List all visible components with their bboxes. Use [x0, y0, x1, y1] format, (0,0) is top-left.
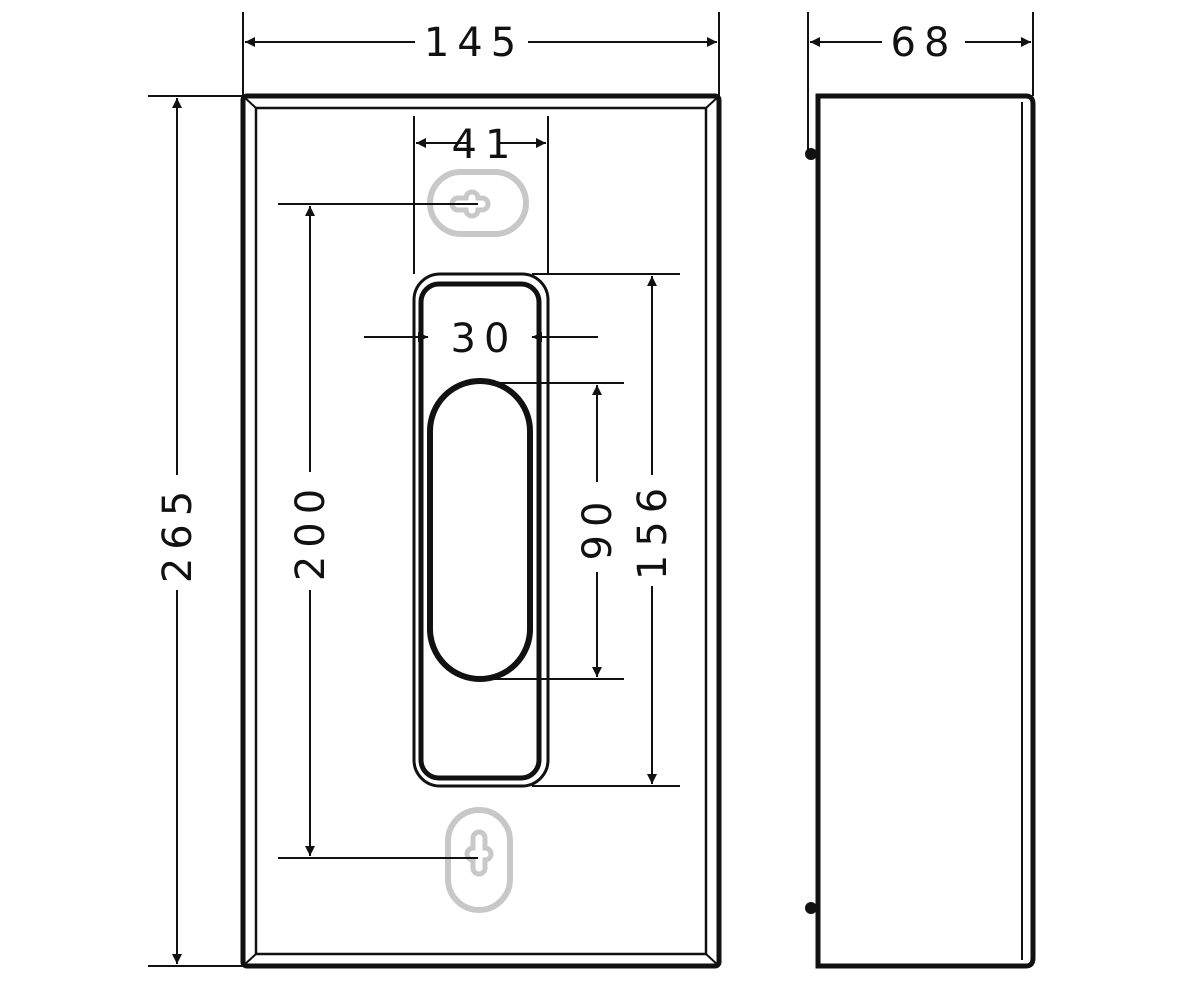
dimension-lines — [172, 37, 1031, 964]
dim-inner-width-label: 30 — [451, 316, 518, 362]
front-inner-outline — [254, 106, 708, 956]
dispenser-frame-inner — [418, 281, 542, 781]
side-knob-top — [805, 148, 817, 160]
dim-opening-width-label: 41 — [452, 122, 519, 168]
dim-depth-label: 68 — [891, 20, 958, 66]
dispenser-slot — [427, 378, 533, 682]
dim-width-label: 145 — [424, 20, 524, 66]
dim-opening-height-label: 156 — [630, 480, 676, 580]
side-view — [805, 93, 1036, 969]
dim-inner-height-label: 90 — [575, 494, 621, 561]
mounting-hole-bottom — [445, 807, 513, 913]
dim-mount-label: 200 — [288, 481, 334, 581]
front-outer-outline — [240, 93, 722, 969]
side-knob-bottom — [805, 902, 817, 914]
dispenser-frame-outer — [412, 272, 550, 788]
side-outline — [815, 93, 1036, 969]
extension-lines — [148, 12, 1034, 967]
dim-height-label: 265 — [155, 483, 201, 583]
front-view — [240, 93, 722, 969]
